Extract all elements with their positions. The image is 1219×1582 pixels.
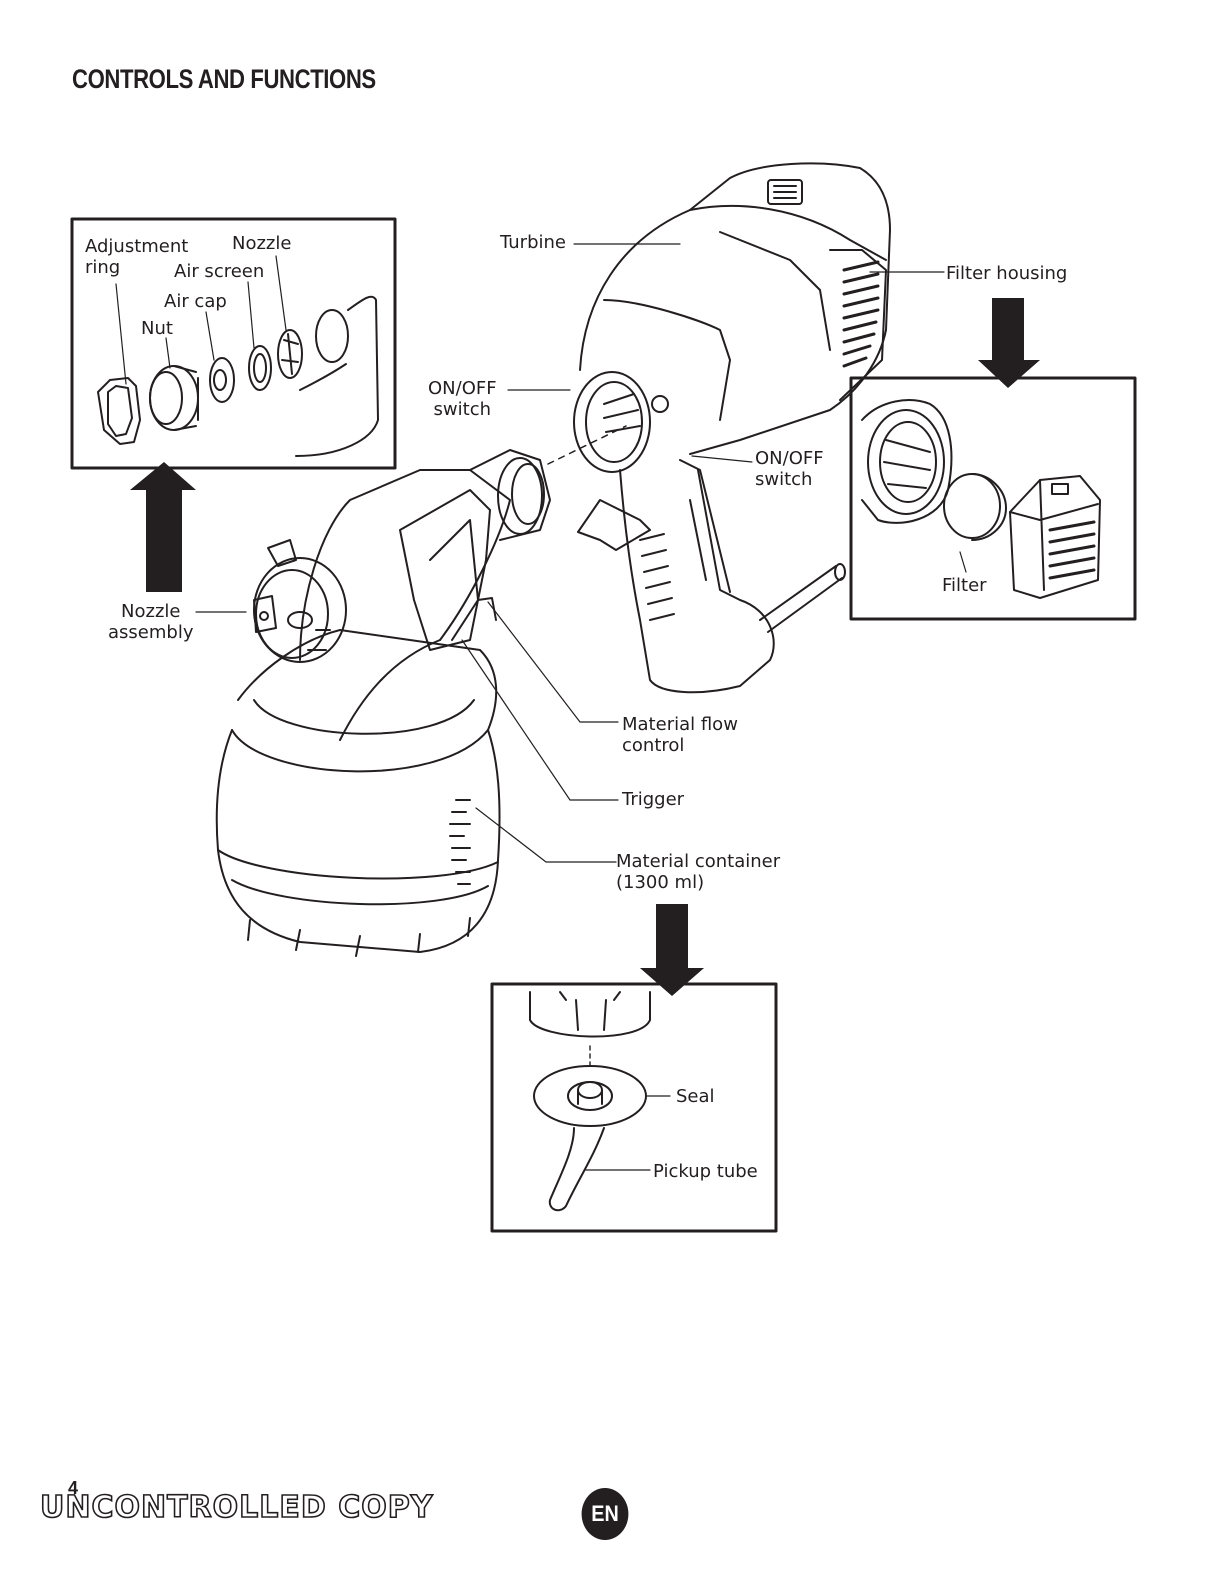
up-arrow xyxy=(130,462,196,592)
container-exploded-parts xyxy=(530,992,650,1210)
nozzle-exploded-parts xyxy=(98,297,378,456)
language-badge: EN xyxy=(582,1488,629,1540)
filter-detail-frame xyxy=(851,378,1135,619)
label-nut: Nut xyxy=(141,318,173,339)
front-assembly xyxy=(217,450,550,956)
container-detail-frame xyxy=(492,984,776,1231)
label-turbine: Turbine xyxy=(500,232,566,253)
label-adjustment-ring: Adjustment ring xyxy=(85,236,188,278)
filter-exploded-parts xyxy=(862,400,1100,598)
label-material-container: Material container (1300 ml) xyxy=(616,851,780,893)
uncontrolled-copy-watermark: UNCONTROLLED COPY xyxy=(40,1490,433,1525)
down-arrow-filter xyxy=(978,298,1040,388)
label-material-flow-control: Material flow control xyxy=(622,714,738,756)
label-trigger: Trigger xyxy=(622,789,684,810)
label-air-cap: Air cap xyxy=(164,291,227,312)
turbine-assembly xyxy=(574,163,890,692)
label-air-screen: Air screen xyxy=(174,261,264,282)
label-filter-housing: Filter housing xyxy=(946,263,1067,284)
label-on-off-switch-upper: ON/OFF switch xyxy=(428,378,497,420)
label-nozzle-assembly: Nozzle assembly xyxy=(108,601,193,643)
label-nozzle: Nozzle xyxy=(232,233,291,254)
label-on-off-switch-lower: ON/OFF switch xyxy=(755,448,824,490)
label-seal: Seal xyxy=(676,1086,715,1107)
label-pickup-tube: Pickup tube xyxy=(653,1161,758,1182)
label-filter: Filter xyxy=(942,575,987,596)
down-arrow-container xyxy=(640,904,704,996)
